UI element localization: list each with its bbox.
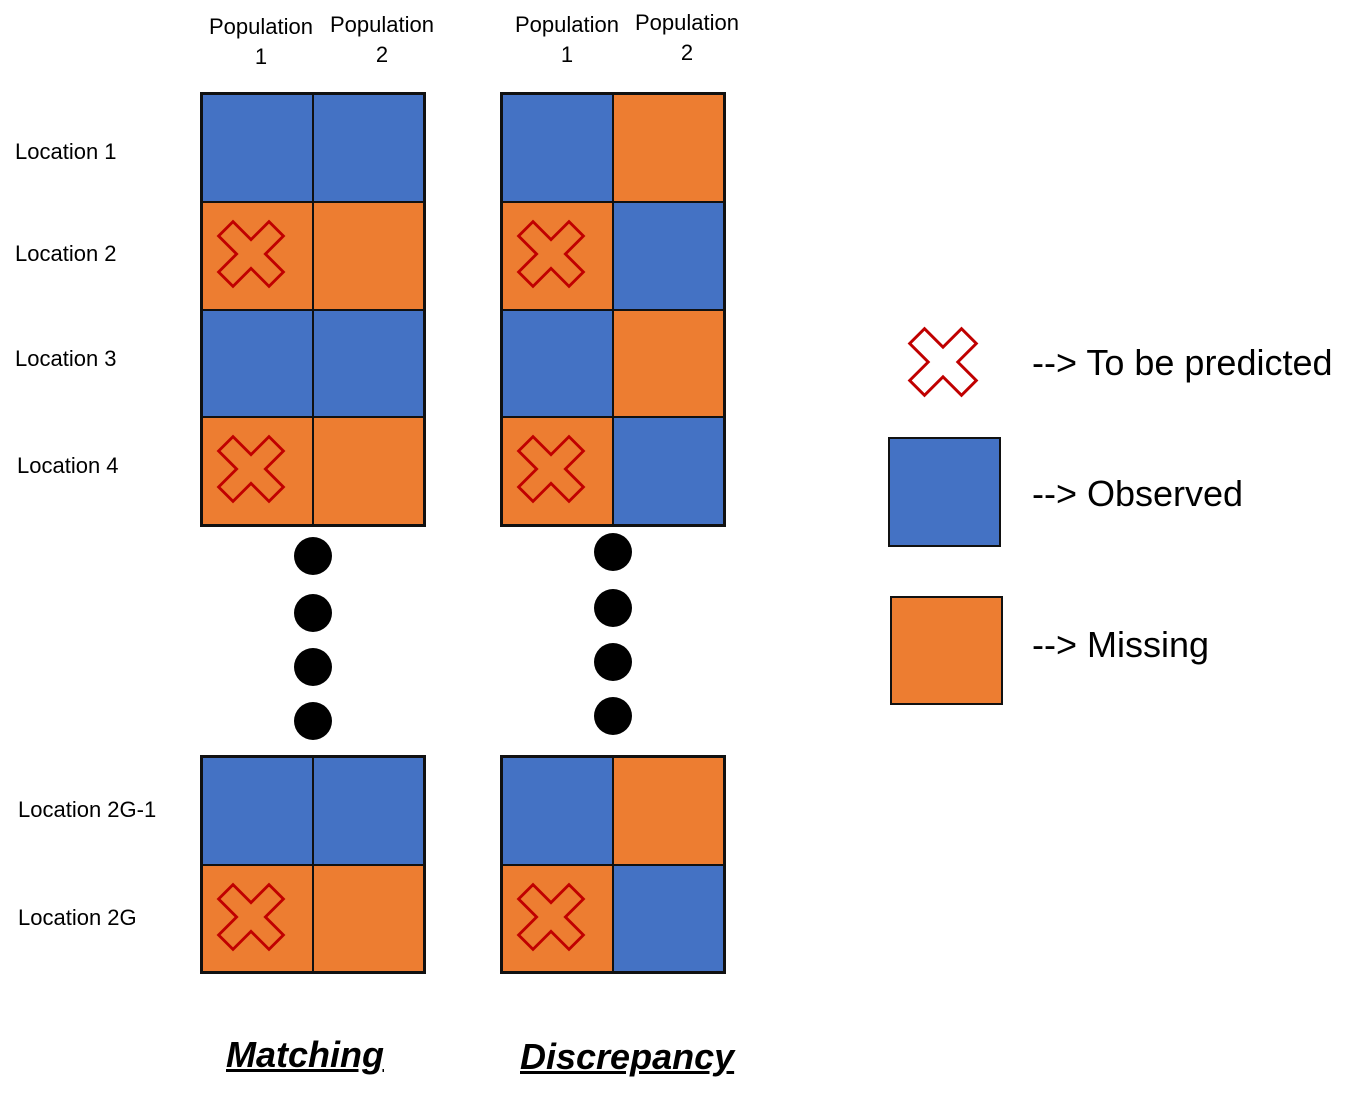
discrepancy-grid-top xyxy=(500,92,726,527)
missing-cell xyxy=(202,201,313,310)
missing-cell xyxy=(202,864,313,972)
missing-cell xyxy=(313,864,424,972)
observed-cell xyxy=(202,309,313,418)
missing-cell xyxy=(502,417,613,525)
missing-cell xyxy=(502,201,613,310)
x-mark-icon xyxy=(216,434,286,504)
row-label-location-1: Location 1 xyxy=(15,139,117,164)
missing-cell xyxy=(613,94,724,202)
observed-cell xyxy=(502,757,613,865)
observed-cell xyxy=(502,309,613,418)
row-label-location-4: Location 4 xyxy=(17,453,119,478)
x-mark-icon xyxy=(516,434,586,504)
ellipsis-dot xyxy=(594,643,632,681)
ellipsis-dot xyxy=(594,697,632,735)
row-label-location-2g-1: Location 2G-1 xyxy=(18,797,157,822)
ellipsis-dot xyxy=(294,594,332,632)
x-mark-icon xyxy=(216,882,286,951)
x-mark-icon xyxy=(516,219,586,289)
observed-cell xyxy=(613,201,724,310)
ellipsis-dot xyxy=(594,533,632,571)
caption-matching: Matching xyxy=(226,1034,384,1075)
missing-cell xyxy=(313,201,424,310)
legend-label-missing: --> Missing xyxy=(1032,624,1210,665)
observed-cell xyxy=(313,757,424,865)
ellipsis-dot xyxy=(294,648,332,686)
ellipsis-dot xyxy=(294,537,332,575)
missing-swatch xyxy=(890,596,1003,705)
row-label-location-2g: Location 2G xyxy=(18,905,137,930)
x-mark-icon xyxy=(907,326,979,398)
row-label-location-3: Location 3 xyxy=(15,346,117,371)
observed-cell xyxy=(202,94,313,202)
missing-cell xyxy=(502,864,613,972)
missing-cell xyxy=(313,417,424,525)
ellipsis-dot xyxy=(294,702,332,740)
observed-cell xyxy=(202,757,313,865)
x-mark-icon xyxy=(216,219,286,289)
caption-discrepancy: Discrepancy xyxy=(520,1036,735,1077)
missing-cell xyxy=(202,417,313,525)
observed-cell xyxy=(313,94,424,202)
matching-grid-bottom xyxy=(200,755,426,974)
matching-grid-top xyxy=(200,92,426,527)
observed-cell xyxy=(613,864,724,972)
ellipsis-dot xyxy=(594,589,632,627)
missing-cell xyxy=(613,757,724,865)
discrepancy-grid-bottom xyxy=(500,755,726,974)
legend-label-to-be-predicted: --> To be predicted xyxy=(1032,342,1333,383)
legend-label-observed: --> Observed xyxy=(1032,473,1244,514)
x-mark-icon xyxy=(516,882,586,951)
observed-cell xyxy=(613,417,724,525)
observed-cell xyxy=(502,94,613,202)
observed-swatch xyxy=(888,437,1001,547)
observed-cell xyxy=(313,309,424,418)
row-label-location-2: Location 2 xyxy=(15,241,117,266)
missing-cell xyxy=(613,309,724,418)
